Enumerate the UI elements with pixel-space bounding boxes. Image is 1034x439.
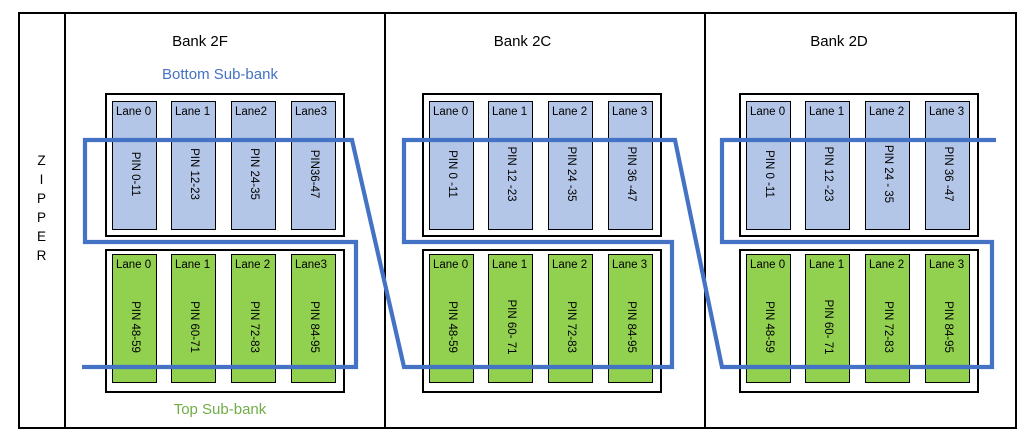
- bank-2f: Bank 2F Bottom Sub-bank Top Sub-bank Lan…: [65, 12, 385, 429]
- bank-2d: Bank 2D Lane 0 PIN 0 -11 Lane 1 PIN 12 -…: [705, 12, 1014, 429]
- lane-label: Lane 2: [869, 106, 905, 118]
- lane-label: Lane 1: [492, 106, 528, 118]
- lane: Lane 3 PIN 36 -47: [925, 101, 970, 230]
- lane-label: Lane 3: [612, 259, 648, 271]
- lane-label: Lane 0: [433, 106, 469, 118]
- lane-label: Lane 2: [552, 259, 588, 271]
- column-divider-zipper: [64, 12, 66, 429]
- lane-label: Lane 0: [116, 259, 152, 271]
- lane-pin-range: PIN 72-83: [564, 301, 577, 354]
- lane-pin-range: PIN 84-95: [624, 301, 637, 354]
- lane-pin-range: PIN 0-11: [128, 152, 141, 197]
- lane-label: Lane 1: [175, 259, 211, 271]
- zipper-letter: E: [36, 229, 46, 244]
- bank-2f-bottom-subbank-box: Lane 0 PIN 0-11 Lane 1 PIN 12-23 Lane2 P…: [105, 93, 345, 237]
- lane: Lane 1 PIN 12 -23: [488, 101, 533, 230]
- top-subbank-label: Top Sub-bank: [173, 401, 267, 418]
- lane: Lane 1 PIN 60- 71: [805, 254, 850, 383]
- lane-pin-range: PIN 12-23: [187, 148, 200, 201]
- zipper-letter: Z: [37, 153, 46, 168]
- bottom-subbank-label: Bottom Sub-bank: [162, 66, 278, 83]
- lane: Lane 2 PIN 24 - 35: [865, 101, 910, 230]
- lane-label: Lane 0: [750, 259, 786, 271]
- lane-label: Lane 3: [929, 106, 965, 118]
- lane-pin-range: PIN 12 -23: [821, 146, 834, 202]
- lane: Lane 3 PIN 84-95: [925, 254, 970, 383]
- lane-label: Lane 1: [809, 106, 845, 118]
- lane: Lane3 PIN 84-95: [291, 254, 336, 383]
- lane-label: Lane 0: [116, 106, 152, 118]
- lane-pin-range: PIN 12 -23: [504, 146, 517, 202]
- bank-2c-bottom-subbank-box: Lane 0 PIN 0 -11 Lane 1 PIN 12 -23 Lane …: [422, 93, 662, 237]
- lane-label: Lane 2: [235, 259, 271, 271]
- zipper-column-label: Z I P P E R: [18, 151, 65, 265]
- bank-2c-top-subbank-box: Lane 0 PIN 48-59 Lane 1 PIN 60- 71 Lane …: [422, 249, 662, 393]
- bank-2f-top-subbank-box: Lane 0 PIN 48-59 Lane 1 PIN 60-71 Lane 2…: [105, 249, 345, 393]
- zipper-letter: I: [39, 172, 44, 187]
- lane: Lane 0 PIN 48-59: [112, 254, 157, 383]
- zipper-letter: P: [36, 191, 46, 206]
- lane-pin-range: PIN 60- 71: [821, 299, 834, 355]
- lane: Lane 1 PIN 60- 71: [488, 254, 533, 383]
- lane-pin-range: PIN 72-83: [247, 301, 260, 354]
- lane: Lane 0 PIN 48-59: [746, 254, 791, 383]
- zipper-letter: P: [36, 210, 46, 225]
- bank-title: Bank 2F: [172, 33, 228, 50]
- lane-label: Lane 0: [433, 259, 469, 271]
- bank-2d-bottom-subbank-box: Lane 0 PIN 0 -11 Lane 1 PIN 12 -23 Lane …: [739, 93, 979, 237]
- lane: Lane 3 PIN 84-95: [608, 254, 653, 383]
- lane-pin-range: PIN 60- 71: [504, 299, 517, 355]
- lane-label: Lane 2: [869, 259, 905, 271]
- lane-pin-range: PIN 84-95: [307, 301, 320, 354]
- lane-pin-range: PIN 24 -35: [564, 146, 577, 202]
- bank-2d-top-subbank-box: Lane 0 PIN 48-59 Lane 1 PIN 60- 71 Lane …: [739, 249, 979, 393]
- lane-label: Lane2: [235, 106, 267, 118]
- lane-label: Lane3: [295, 106, 327, 118]
- lane: Lane 2 PIN 72-83: [231, 254, 276, 383]
- lane: Lane 2 PIN 72-83: [865, 254, 910, 383]
- lane-pin-range: PIN 60-71: [187, 301, 200, 354]
- lane-label: Lane 3: [929, 259, 965, 271]
- lane: Lane 2 PIN 24 -35: [548, 101, 593, 230]
- lane: Lane 0 PIN 48-59: [429, 254, 474, 383]
- lane-label: Lane 0: [750, 106, 786, 118]
- lane: Lane2 PIN 24-35: [231, 101, 276, 230]
- lane-pin-range: PIN36-47: [307, 150, 320, 199]
- lane-pin-range: PIN 36 -47: [941, 146, 954, 202]
- lane-pin-range: PIN 36 -47: [624, 146, 637, 202]
- lane-label: Lane 2: [552, 106, 588, 118]
- lane-label: Lane 3: [612, 106, 648, 118]
- lane-pin-range: PIN 24-35: [247, 148, 260, 201]
- lane-pin-range: PIN 72-83: [881, 301, 894, 354]
- lane: Lane 1 PIN 12-23: [171, 101, 216, 230]
- lane: Lane3 PIN36-47: [291, 101, 336, 230]
- lane: Lane 0 PIN 0 -11: [746, 101, 791, 230]
- lane-label: Lane 1: [492, 259, 528, 271]
- lane-pin-range: PIN 48-59: [762, 301, 775, 354]
- lane-pin-range: PIN 24 - 35: [881, 145, 894, 204]
- lane-label: Lane 1: [809, 259, 845, 271]
- lane-pin-range: PIN 0 -11: [762, 150, 775, 199]
- bank-title: Bank 2D: [810, 33, 868, 50]
- lane: Lane 2 PIN 72-83: [548, 254, 593, 383]
- lane: Lane 0 PIN 0 -11: [429, 101, 474, 230]
- lane-label: Lane 1: [175, 106, 211, 118]
- lane: Lane 0 PIN 0-11: [112, 101, 157, 230]
- lane-pin-range: PIN 0 -11: [445, 150, 458, 199]
- diagram-outer-border: [18, 12, 1017, 429]
- lane-pin-range: PIN 84-95: [941, 301, 954, 354]
- lane-pin-range: PIN 48-59: [445, 301, 458, 354]
- bank-title: Bank 2C: [493, 33, 552, 50]
- lane: Lane 3 PIN 36 -47: [608, 101, 653, 230]
- lane-pin-range: PIN 48-59: [128, 301, 141, 354]
- lane: Lane 1 PIN 12 -23: [805, 101, 850, 230]
- bank-2c: Bank 2C Lane 0 PIN 0 -11 Lane 1 PIN 12 -…: [385, 12, 705, 429]
- lane: Lane 1 PIN 60-71: [171, 254, 216, 383]
- lane-label: Lane3: [295, 259, 327, 271]
- zipper-letter: R: [36, 248, 47, 263]
